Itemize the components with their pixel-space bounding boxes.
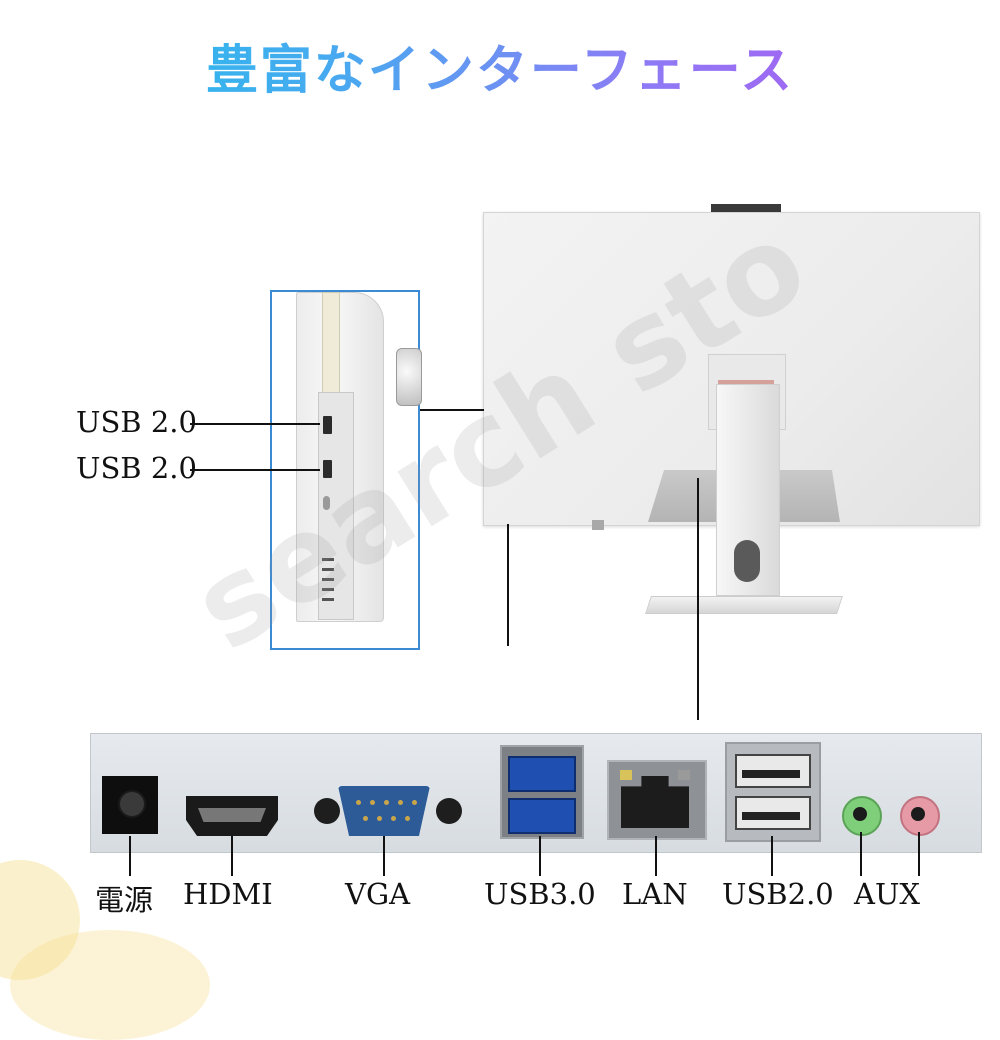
aux-jack-pink (900, 796, 940, 836)
usb2-port-2-tongue (742, 812, 800, 820)
vga-port (338, 786, 430, 836)
connector-line (420, 409, 484, 411)
vga-screw (314, 798, 340, 824)
side-vent (322, 598, 334, 601)
port-label-usb2: USB2.0 (722, 877, 834, 911)
side-usb-port-1 (323, 416, 332, 434)
cable-hole (734, 540, 760, 582)
usb3-port-1 (508, 756, 576, 792)
port-leader (771, 836, 773, 876)
side-vent (322, 578, 334, 581)
side-label-usb-1: USB 2.0 (76, 405, 197, 439)
side-label-usb-2: USB 2.0 (76, 451, 197, 485)
usb3-port-2 (508, 798, 576, 834)
usb2-port-1-tongue (742, 770, 800, 778)
port-label-lan: LAN (622, 877, 688, 911)
port-leader (860, 832, 862, 876)
monitor-foot (592, 520, 604, 530)
port-leader (129, 836, 131, 876)
leader-line (190, 469, 320, 471)
aux-jack-pink-hole (911, 807, 925, 821)
hdmi-port-inner (198, 808, 266, 822)
port-label-vga: VGA (345, 877, 411, 911)
port-leader (918, 832, 920, 876)
side-hinge-knob (396, 348, 422, 406)
bee-decoration-2 (10, 930, 210, 1040)
port-label-hdmi: HDMI (183, 877, 273, 911)
vga-screw (436, 798, 462, 824)
side-power-button (323, 496, 330, 510)
connector-line (697, 478, 699, 720)
stand-accent (718, 380, 774, 384)
side-vent (322, 558, 334, 561)
aux-jack-green-hole (853, 807, 867, 821)
power-jack-hole (118, 790, 146, 818)
connector-line (507, 524, 509, 646)
stand-base (645, 596, 843, 614)
port-label-power: 電源 (95, 883, 154, 917)
port-leader (383, 836, 385, 876)
side-usb-port-2 (323, 460, 332, 478)
port-label-aux: AUX (854, 877, 921, 911)
port-label-usb3: USB3.0 (484, 877, 596, 911)
side-vent (322, 568, 334, 571)
disc-slot (322, 292, 340, 394)
side-vent (322, 588, 334, 591)
leader-line (190, 423, 320, 425)
port-leader (655, 836, 657, 876)
lan-led-left (620, 770, 632, 780)
lan-led-right (678, 770, 690, 780)
port-leader (539, 836, 541, 876)
page-title: 豊富なインターフェース (0, 28, 1000, 103)
port-leader (231, 836, 233, 876)
